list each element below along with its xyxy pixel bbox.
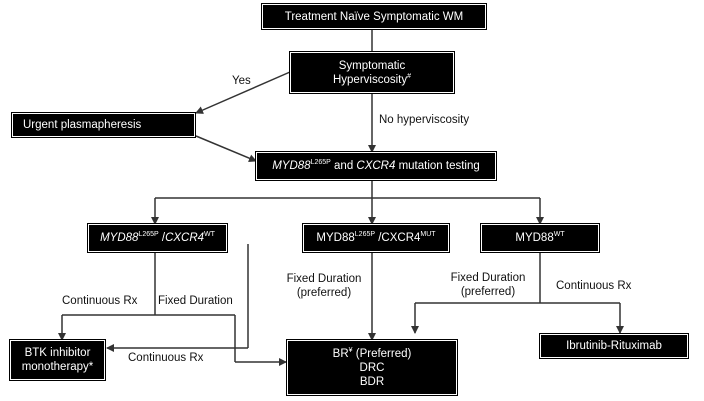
drc-line: DRC [359, 361, 385, 374]
btk-inhibitor-node: BTK inhibitor monotherapy* [9, 339, 106, 381]
branch-mydwt-label: MYD88WT [515, 231, 565, 244]
branch-wt-label: MYD88L265P /CXCR4WT [100, 231, 215, 244]
mutation-testing-node: MYD88L265P and CXCR4 mutation testing [255, 151, 497, 181]
hyperviscosity-line2: Hyperviscosity# [332, 72, 412, 86]
arrow-plasma-to-testing [195, 135, 257, 162]
label-continuous-bottom: Continuous Rx [128, 352, 204, 364]
branch-myd88-wt: MYD88WT [480, 223, 600, 253]
hyperviscosity-line1: Symptomatic [338, 59, 406, 72]
label-fixed-right-line1: Fixed Duration [450, 272, 526, 284]
label-fixed-mid-line1: Fixed Duration [286, 273, 362, 285]
plasmapheresis-label: Urgent plasmapheresis [23, 119, 142, 131]
mutation-testing-label: MYD88L265P and CXCR4 mutation testing [272, 159, 480, 172]
ibrutinib-rituximab-node: Ibrutinib-Rituximab [539, 333, 689, 359]
btk-line1: BTK inhibitor [24, 347, 91, 359]
btk-line2: monotherapy* [21, 361, 94, 373]
branch-myd88-l265p-cxcr4-mut: MYD88L265P /CXCR4MUT [302, 223, 450, 253]
branch-mut-label: MYD88L265P /CXCR4MUT [316, 231, 436, 244]
hyperviscosity-node: Symptomatic Hyperviscosity# [289, 51, 455, 94]
label-continuous-right: Continuous Rx [556, 280, 632, 292]
label-fixed-right: Fixed Duration (preferred) [446, 271, 530, 299]
ibrutinib-label: Ibrutinib-Rituximab [566, 340, 662, 352]
bdr-line: BDR [359, 375, 385, 388]
label-continuous-left: Continuous Rx [62, 295, 138, 307]
label-fixed-left: Fixed Duration [158, 295, 233, 307]
br-line: BR¥ (Preferred) [332, 346, 412, 360]
start-node: Treatment Naïve Symptomatic WM [261, 3, 487, 30]
label-fixed-mid: Fixed Duration (preferred) [282, 272, 366, 300]
arrow-yes [195, 71, 291, 114]
br-regimen-node: BR¥ (Preferred) DRC BDR [286, 339, 458, 396]
label-yes: Yes [232, 75, 251, 87]
label-fixed-right-line2: (preferred) [460, 286, 516, 298]
label-fixed-mid-line2: (preferred) [296, 287, 352, 299]
branch-myd88-l265p-cxcr4-wt: MYD88L265P /CXCR4WT [87, 223, 228, 253]
plasmapheresis-node: Urgent plasmapheresis [11, 112, 196, 138]
label-no-hyperviscosity: No hyperviscosity [379, 114, 470, 126]
start-node-label: Treatment Naïve Symptomatic WM [284, 10, 464, 23]
